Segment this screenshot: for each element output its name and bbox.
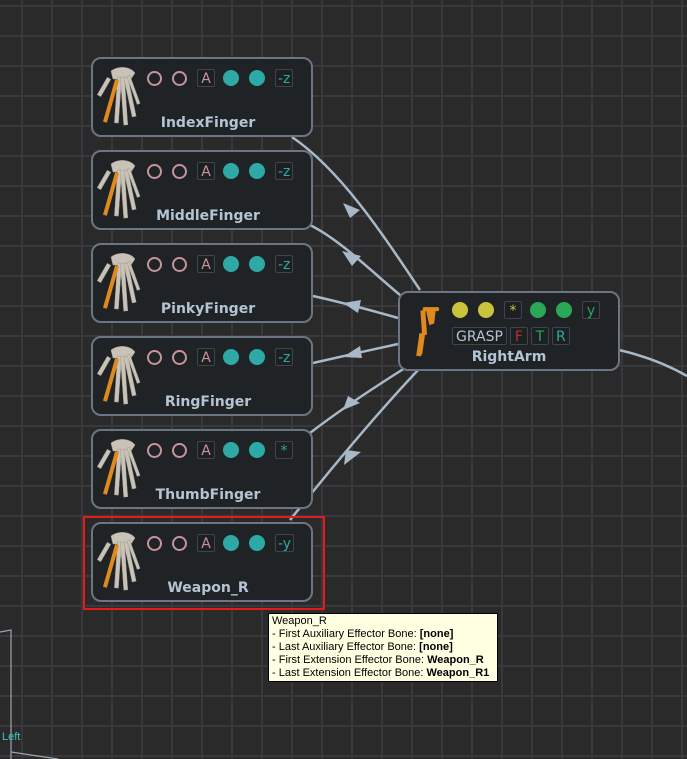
effector-ring-1[interactable] (147, 349, 162, 365)
axis-toggle[interactable]: y (582, 301, 600, 319)
node-ringfinger[interactable]: A -z RingFinger (91, 336, 313, 416)
r-toggle[interactable]: R (551, 327, 570, 345)
arrow-middlefinger (342, 251, 361, 266)
hand-skeleton-icon (96, 530, 141, 594)
arrow-pinkyfinger (343, 300, 361, 313)
a-toggle[interactable]: A (197, 69, 215, 87)
tooltip-line: - First Extension Effector Bone: Weapon_… (272, 654, 494, 667)
tooltip-line-value: [none] (419, 641, 453, 653)
teal-dot-1[interactable] (223, 163, 239, 179)
node-weapon-r[interactable]: A -y Weapon_R (91, 522, 313, 602)
node-indexfinger[interactable]: A -z IndexFinger (91, 57, 313, 137)
teal-dot-2[interactable] (249, 70, 265, 86)
effector-ring-2[interactable] (172, 535, 187, 551)
tooltip-line-value: [none] (419, 628, 454, 640)
viewport-label: Left (2, 731, 21, 743)
ik-yellow-dot-2[interactable] (478, 302, 494, 318)
tooltip-line: - Last Auxiliary Effector Bone: [none] (272, 641, 494, 654)
tooltip-line-label: - First Extension Effector Bone: (272, 654, 428, 666)
selection-highlight (83, 516, 325, 610)
node-rightarm[interactable]: * y GRASP F T R RightArm (398, 291, 620, 371)
effector-ring-2[interactable] (172, 163, 187, 179)
teal-dot-2[interactable] (249, 442, 265, 458)
tooltip-line-value: Weapon_R1 (426, 667, 490, 679)
axis-toggle[interactable]: * (275, 441, 293, 459)
wire-thumbfinger (309, 366, 406, 434)
arrow-ringfinger (343, 346, 362, 358)
node-label: RingFinger (164, 394, 252, 410)
effector-ring-1[interactable] (147, 70, 162, 86)
node-label: PinkyFinger (160, 301, 256, 317)
tooltip-line-label: - Last Extension Effector Bone: (272, 667, 427, 679)
a-toggle[interactable]: A (197, 534, 215, 552)
tooltip: Weapon_R - First Auxiliary Effector Bone… (268, 613, 498, 682)
tooltip-line-value: Weapon_R (427, 654, 484, 666)
effector-ring-1[interactable] (147, 256, 162, 272)
effector-ring-2[interactable] (172, 442, 187, 458)
teal-dot-1[interactable] (223, 535, 239, 551)
node-label: RightArm (471, 349, 547, 365)
axis-toggle[interactable]: -z (275, 162, 294, 180)
teal-dot-2[interactable] (249, 535, 265, 551)
star-toggle[interactable]: * (504, 301, 522, 319)
node-pinkyfinger[interactable]: A -z PinkyFinger (91, 243, 313, 323)
teal-dot-2[interactable] (249, 163, 265, 179)
tooltip-line-label: - First Auxiliary Effector Bone: (272, 628, 420, 640)
effector-ring-1[interactable] (147, 163, 162, 179)
node-label: IndexFinger (160, 115, 256, 131)
effector-ring-2[interactable] (172, 256, 187, 272)
viewport-gizmo (0, 629, 59, 759)
arm-skeleton-icon (416, 307, 440, 357)
effector-ring-2[interactable] (172, 70, 187, 86)
node-thumbfinger[interactable]: A * ThumbFinger (91, 429, 313, 509)
teal-dot-1[interactable] (223, 256, 239, 272)
axis-toggle[interactable]: -y (275, 534, 295, 552)
teal-dot-1[interactable] (223, 349, 239, 365)
node-label: ThumbFinger (155, 487, 261, 503)
ik-green-dot-1[interactable] (530, 302, 546, 318)
grasp-toggle[interactable]: GRASP (452, 327, 507, 345)
node-label: Weapon_R (167, 580, 249, 596)
ik-green-dot-2[interactable] (556, 302, 572, 318)
a-toggle[interactable]: A (197, 441, 215, 459)
ik-yellow-dot-1[interactable] (452, 302, 468, 318)
tooltip-line: - Last Extension Effector Bone: Weapon_R… (272, 667, 494, 680)
a-toggle[interactable]: A (197, 348, 215, 366)
axis-toggle[interactable]: -z (275, 69, 294, 87)
axis-toggle[interactable]: -z (275, 348, 294, 366)
teal-dot-2[interactable] (249, 256, 265, 272)
arrow-weapon (344, 450, 361, 465)
wire-out (618, 348, 687, 378)
hand-skeleton-icon (96, 158, 141, 222)
f-toggle[interactable]: F (509, 327, 528, 345)
arrow-indexfinger (343, 203, 360, 218)
hand-skeleton-icon (96, 251, 141, 315)
hand-skeleton-icon (96, 344, 141, 408)
effector-ring-1[interactable] (147, 535, 162, 551)
a-toggle[interactable]: A (197, 255, 215, 273)
tooltip-title: Weapon_R (272, 615, 327, 627)
tooltip-line: - First Auxiliary Effector Bone: [none] (272, 628, 494, 641)
effector-ring-1[interactable] (147, 442, 162, 458)
a-toggle[interactable]: A (197, 162, 215, 180)
axis-toggle[interactable]: -z (275, 255, 294, 273)
teal-dot-2[interactable] (249, 349, 265, 365)
hand-skeleton-icon (96, 65, 141, 129)
teal-dot-1[interactable] (223, 70, 239, 86)
node-middlefinger[interactable]: A -z MiddleFinger (91, 150, 313, 230)
hand-skeleton-icon (96, 437, 141, 501)
effector-ring-2[interactable] (172, 349, 187, 365)
tooltip-line-label: - Last Auxiliary Effector Bone: (272, 641, 420, 653)
t-toggle[interactable]: T (530, 327, 549, 345)
arrow-thumbfinger (343, 396, 360, 410)
teal-dot-1[interactable] (223, 442, 239, 458)
node-label: MiddleFinger (156, 208, 260, 224)
wire-indexfinger (291, 135, 422, 291)
